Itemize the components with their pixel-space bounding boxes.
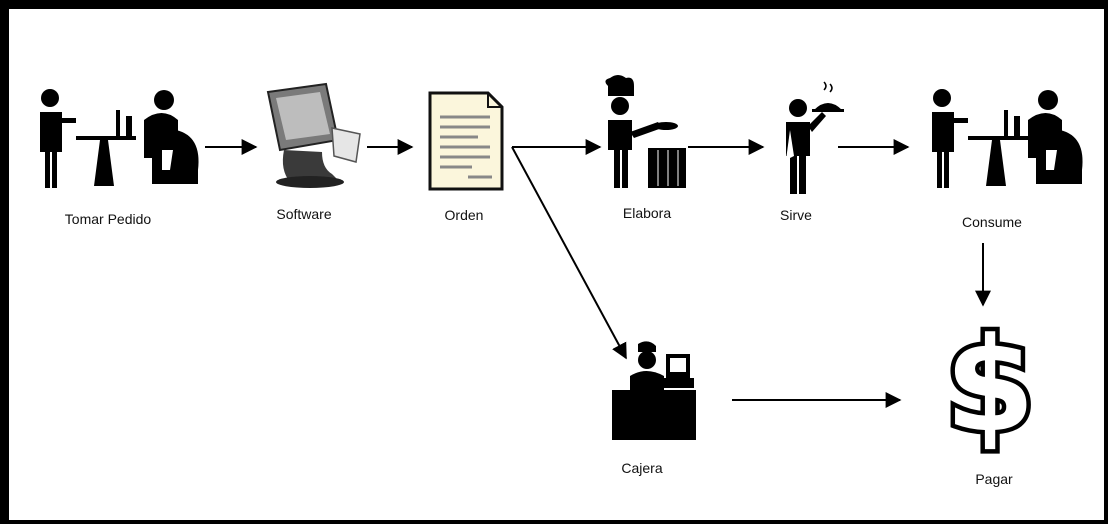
node-label-cajera: Cajera (621, 460, 663, 476)
chef-icon (605, 75, 686, 188)
waiter-and-customer-icon (932, 89, 1083, 188)
edge-orden-cajera (511, 146, 627, 360)
node-label-software: Software (276, 206, 332, 222)
node-label-tomar-pedido: Tomar Pedido (64, 211, 152, 227)
node-label-orden: Orden (444, 207, 484, 223)
dollar-sign-icon: $ (940, 305, 1039, 466)
waiter-and-customer-icon (40, 89, 199, 188)
order-document-icon (428, 91, 504, 191)
waiter-serving-icon (786, 81, 844, 194)
node-label-sirve: Sirve (780, 207, 812, 223)
node-label-elabora: Elabora (622, 205, 672, 221)
cashier-icon (612, 341, 696, 440)
edges (205, 139, 991, 408)
node-label-pagar: Pagar (975, 471, 1013, 487)
pos-terminal-icon (266, 82, 361, 188)
svg-text:$: $ (945, 309, 1035, 461)
node-label-consume: Consume (962, 214, 1022, 230)
